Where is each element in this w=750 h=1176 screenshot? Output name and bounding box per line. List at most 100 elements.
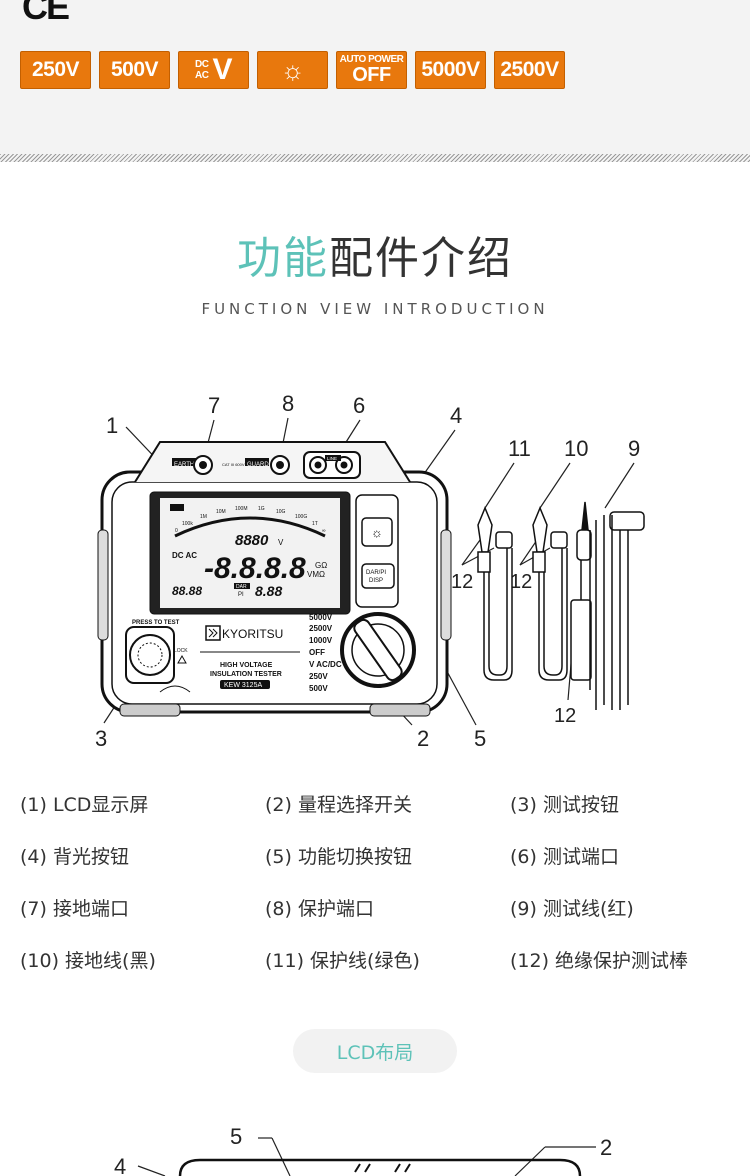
badge-500v: 500V [99,51,170,89]
legend-item: (12) 绝缘保护测试棒 [510,950,689,972]
guard-clip-probe [477,506,513,681]
range-label: 250V [309,672,328,681]
legend-item: (9) 测试线(红) [510,898,634,920]
legend-item: (5) 功能切换按钮 [265,846,412,868]
lcd-main-readout: -8.8.8.8 [204,552,306,585]
terminal-panel: EARTH CAT III 600V GUARD LINE [172,451,361,479]
backlight-button-icon: ☼ [371,525,383,540]
cat-rating-label: CAT III 600V [222,462,245,467]
range-label: 500V [309,684,328,693]
callout-4: 4 [450,403,462,428]
brand-name: KYORITSU [222,627,283,641]
hatch-divider [0,154,750,162]
legend-item: (6) 测试端口 [510,846,619,868]
scale-label: 10M [216,509,226,515]
lcd-vmohm-unit: VMΩ [307,570,325,579]
callout-1: 1 [106,413,118,438]
lcd-dar-label: DAR [236,584,247,590]
range-label: 2500V [309,624,333,633]
section-subtitle: FUNCTION VIEW INTRODUCTION [201,300,549,318]
lcd-dc-ac: DC AC [172,551,197,560]
lcd-left-readout: 88.88 [172,584,202,598]
badge-2500v: 2500V [494,51,565,89]
earth-clip-probe [532,506,568,681]
range-label: OFF [309,648,325,657]
legend-item: (3) 测试按钮 [510,794,619,816]
test-probes [477,501,645,710]
legend-item: (4) 背光按钮 [20,846,129,868]
legend-item: (7) 接地端口 [20,898,129,920]
callout-12-c: 12 [554,705,576,727]
callout-12-b: 12 [510,571,532,593]
model-line-2: INSULATION TESTER [210,671,282,678]
badge-250v: 250V [20,51,91,89]
scale-label: 10G [276,509,286,515]
disp-label: DISP [369,578,383,584]
scale-label: 1T [312,521,318,527]
callout-6: 6 [353,393,365,418]
lcd-top-readout: 8880 [235,532,269,549]
brand-block: KYORITSU HIGH VOLTAGE INSULATION TESTER … [200,625,300,689]
lcd-pi-label: PI [238,592,244,598]
callout-8: 8 [282,391,294,416]
callout-2: 2 [417,726,429,751]
backlight-sun-icon: ☼ [257,51,328,89]
badge-ac-label: AC [195,70,209,81]
badge-dc-label: DC [195,59,209,70]
dar-pi-disp-button[interactable] [361,563,395,589]
backlight-button[interactable] [361,517,393,547]
range-label: V AC/DC [309,660,342,669]
ce-mark: CE [22,0,70,27]
test-button-group: PRESS TO TEST LOCK [125,620,191,693]
legend-item: (11) 保护线(绿色) [265,950,420,972]
callout-5: 5 [474,726,486,751]
scale-label: 1G [258,506,265,512]
earth-terminal-label: EARTH [174,462,194,468]
tester-diagram: 1 7 8 6 4 11 10 9 12 12 12 3 2 5 [95,391,645,751]
scale-label: 100k [182,521,193,527]
legend-item: (1) LCD显示屏 [20,794,149,816]
range-label: 5000V [309,613,333,622]
guard-terminal-label: GUARD [247,462,269,468]
callout-11: 11 [508,436,531,461]
lcd-top-unit: V [278,538,284,547]
callout-12-a: 12 [451,571,473,593]
range-label: 1000V [309,636,333,645]
lcd-layout-diagram: 5 4 2 [114,1124,612,1176]
dar-pi-label: DAR/PI [366,570,386,576]
legend-item: (2) 量程选择开关 [265,794,412,816]
callout-7: 7 [208,393,220,418]
lcd-layout-label: LCD布局 [293,1029,457,1073]
section-title-accent: 功能 [237,233,329,284]
legend-item: (10) 接地线(黑) [20,950,156,972]
callout-10: 10 [564,436,588,461]
lcd-callout-5: 5 [230,1124,242,1149]
side-buttons: ☼ DAR/PI DISP [355,494,399,608]
badge-auto-power-off: AUTO POWER OFF [336,51,407,89]
badge-auto-power-label: AUTO POWER [339,54,404,65]
lcd-callout-4: 4 [114,1154,126,1176]
model-line-1: HIGH VOLTAGE [220,662,273,669]
legend-item: (8) 保护端口 [265,898,374,920]
lock-label: LOCK [174,648,188,654]
callout-3: 3 [95,726,107,751]
feature-badges: 250V 500V DC AC V ☼ AUTO POWER OFF 5000V… [20,51,565,89]
test-button[interactable] [129,634,171,676]
scale-label: 1M [200,514,207,520]
lcd-display: 0 100k 1M 10M 100M 1G 10G 100G 1T ∞ 8880… [149,491,351,615]
lcd-gohm-unit: GΩ [315,561,327,570]
badge-dc-ac-voltage: DC AC V [178,51,249,89]
feature-banner: CE 250V 500V DC AC V ☼ AUTO POWER OFF 50… [0,0,750,158]
callout-9: 9 [628,436,640,461]
section-title: 功能配件介绍 [0,222,750,286]
line-terminal-label: LINE [327,456,337,461]
model-number: KEW 3125A [224,682,262,689]
badge-5000v: 5000V [415,51,486,89]
scale-label: 100M [235,506,248,512]
badge-v-label: V [212,53,232,86]
section-title-rest: 配件介绍 [329,233,513,284]
press-to-test-label: PRESS TO TEST [132,620,180,626]
range-selector: 5000V 2500V 1000V OFF V AC/DC 250V 500V [309,612,416,693]
lcd-right-readout: 8.88 [255,583,282,599]
scale-label: 100G [295,514,307,520]
